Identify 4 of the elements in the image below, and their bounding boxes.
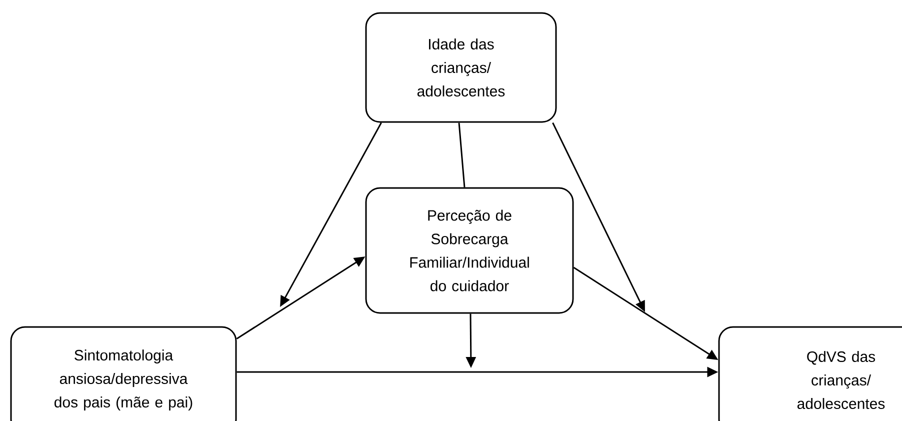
box: Perceção de Sobrecarga Familiar/Individual do cuidador: [365, 187, 574, 314]
box: QdVS das crianças/ adolescentes: [718, 326, 902, 421]
box: Idade das crianças/ adolescentes: [365, 12, 557, 123]
box: Sintomatologia ansiosa/depressiva dos pais (mãe e pai): [10, 326, 237, 421]
